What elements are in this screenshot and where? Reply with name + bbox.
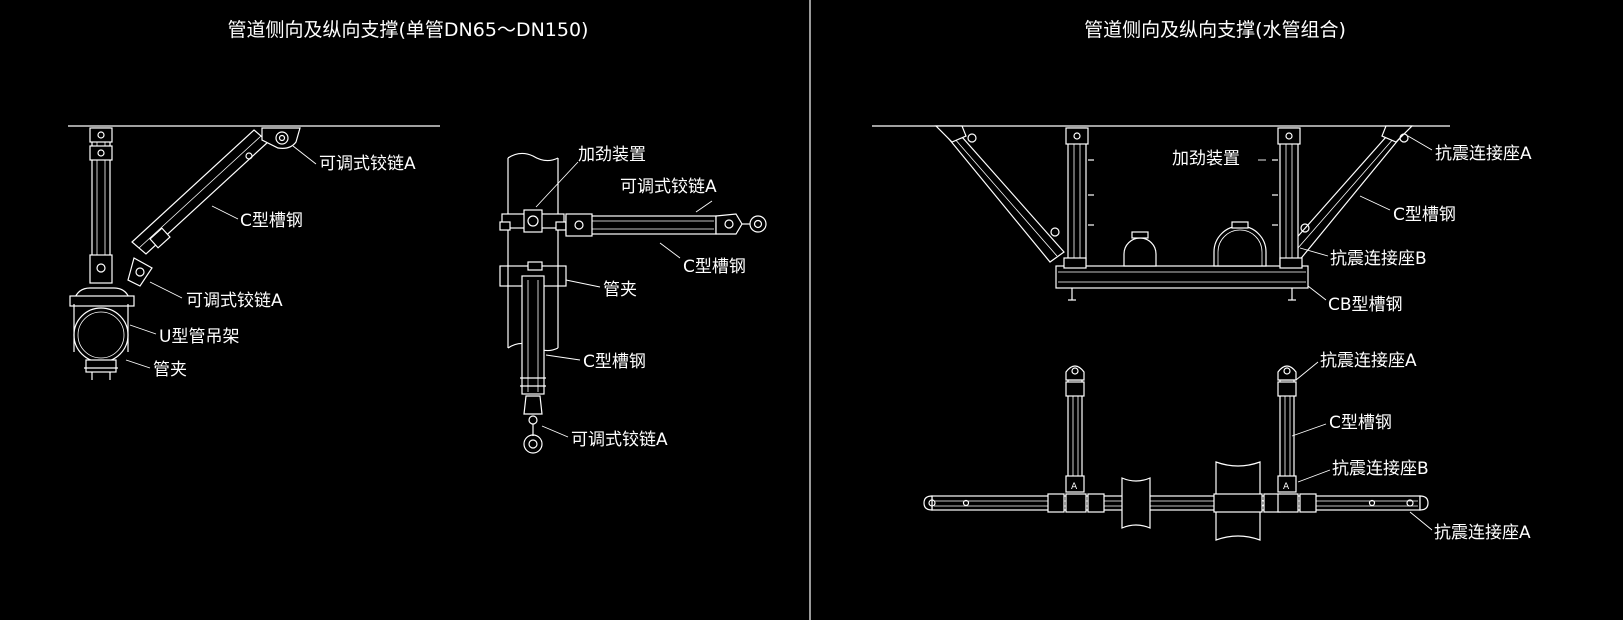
fig1-label-hinge-bottom: 可调式铰链A — [186, 291, 283, 311]
fig3-label-seat-a: 抗震连接座A — [1435, 144, 1532, 164]
fig1-label-hinge-top: 可调式铰链A — [319, 154, 416, 174]
fig2-label-clamp: 管夹 — [603, 280, 637, 300]
fig4-label-seat-b: 抗震连接座B — [1332, 459, 1429, 479]
fig2-label-channel-top: C型槽钢 — [683, 257, 746, 277]
fig3-label-stiffener: 加劲装置 — [1172, 149, 1240, 169]
fig3-label-cb-channel: CB型槽钢 — [1328, 295, 1403, 315]
svg-text:A: A — [1071, 482, 1078, 492]
fig4-label-seat-a-top: 抗震连接座A — [1320, 351, 1417, 371]
fig1-label-clamp: 管夹 — [153, 360, 187, 380]
fig4-label-channel: C型槽钢 — [1329, 413, 1392, 433]
fig3-label-channel: C型槽钢 — [1393, 205, 1456, 225]
right-panel: 管道侧向及纵向支撑(水管组合) — [872, 19, 1532, 543]
right-panel-title: 管道侧向及纵向支撑(水管组合) — [1084, 19, 1346, 41]
fig4-water-pipe-group-plan: A A — [923, 365, 1429, 541]
fig1-label-u-hanger: U型管吊架 — [159, 327, 239, 347]
fig2-label-channel-bottom: C型槽钢 — [583, 352, 646, 372]
fig3-label-seat-b: 抗震连接座B — [1330, 249, 1427, 269]
fig1-single-pipe-brace — [68, 125, 440, 380]
fig2-label-hinge-top: 可调式铰链A — [620, 177, 717, 197]
svg-text:A: A — [1283, 482, 1290, 492]
fig4-label-seat-a-bottom: 抗震连接座A — [1434, 523, 1531, 543]
fig1-label-channel: C型槽钢 — [240, 211, 303, 231]
fig2-longitudinal-brace — [499, 152, 767, 454]
left-panel-title: 管道侧向及纵向支撑(单管DN65～DN150) — [228, 19, 589, 41]
fig3-water-pipe-group-elevation — [872, 125, 1450, 301]
fig2-label-hinge-bottom: 可调式铰链A — [571, 430, 668, 450]
left-panel: 管道侧向及纵向支撑(单管DN65～DN150) — [68, 19, 767, 454]
fig2-label-stiffener: 加劲装置 — [578, 145, 646, 165]
